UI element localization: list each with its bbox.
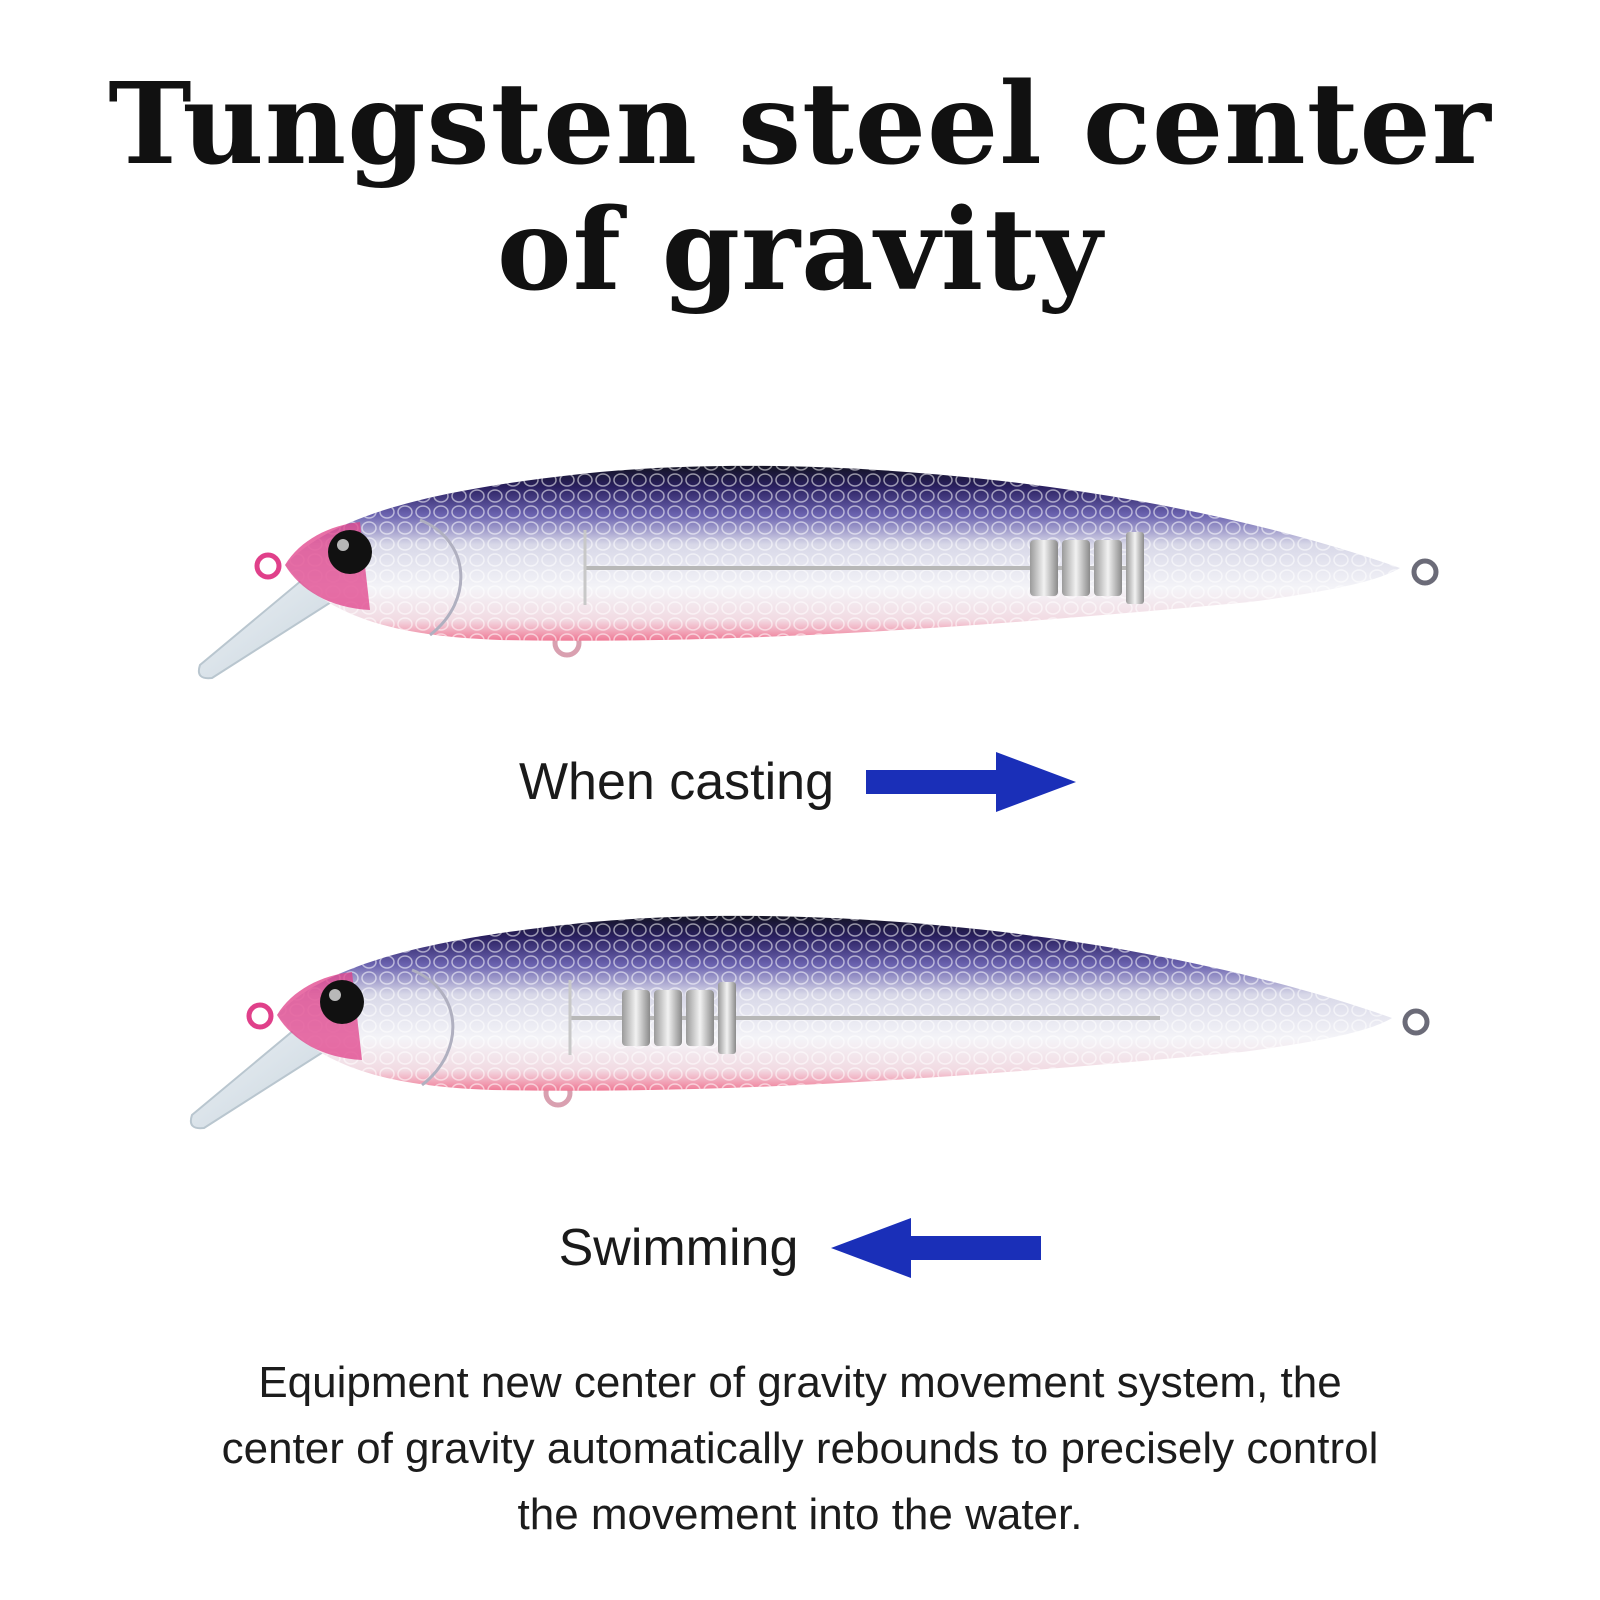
lure-gill <box>419 518 463 637</box>
page-title: Tungsten steel center of gravity <box>0 62 1600 314</box>
tail-ring-icon <box>1411 558 1439 586</box>
lure-eye-icon <box>328 530 372 574</box>
lure-lip <box>189 1013 344 1130</box>
lure-casting-image <box>197 465 1439 680</box>
front-ring-icon <box>254 552 282 580</box>
lure-scales <box>285 465 1400 641</box>
tungsten-weights <box>1030 532 1144 604</box>
description-line-3: the movement into the water. <box>517 1490 1083 1539</box>
casting-label: When casting <box>518 753 835 811</box>
front-ring-icon <box>246 1002 274 1030</box>
lure-scales <box>277 915 1392 1091</box>
arrow-left-icon <box>831 1218 1042 1278</box>
description: Equipment new center of gravity movement… <box>0 1350 1600 1548</box>
tail-ring-icon <box>1402 1008 1430 1036</box>
arrow-right-icon <box>866 752 1077 812</box>
swimming-row: Swimming <box>0 1208 1600 1288</box>
casting-row: When casting <box>0 742 1600 822</box>
description-line-2: center of gravity automatically rebounds… <box>221 1424 1379 1473</box>
lure-swimming-image <box>189 915 1430 1130</box>
title-line-1: Tungsten steel center <box>108 59 1492 190</box>
swimming-label: Swimming <box>558 1219 799 1277</box>
lure-lip <box>197 563 352 680</box>
description-line-1: Equipment new center of gravity movement… <box>258 1358 1342 1407</box>
lure-gill <box>411 968 455 1087</box>
title-line-2: of gravity <box>496 185 1104 316</box>
lure-eye-icon <box>320 980 364 1024</box>
tungsten-weights <box>622 982 736 1054</box>
